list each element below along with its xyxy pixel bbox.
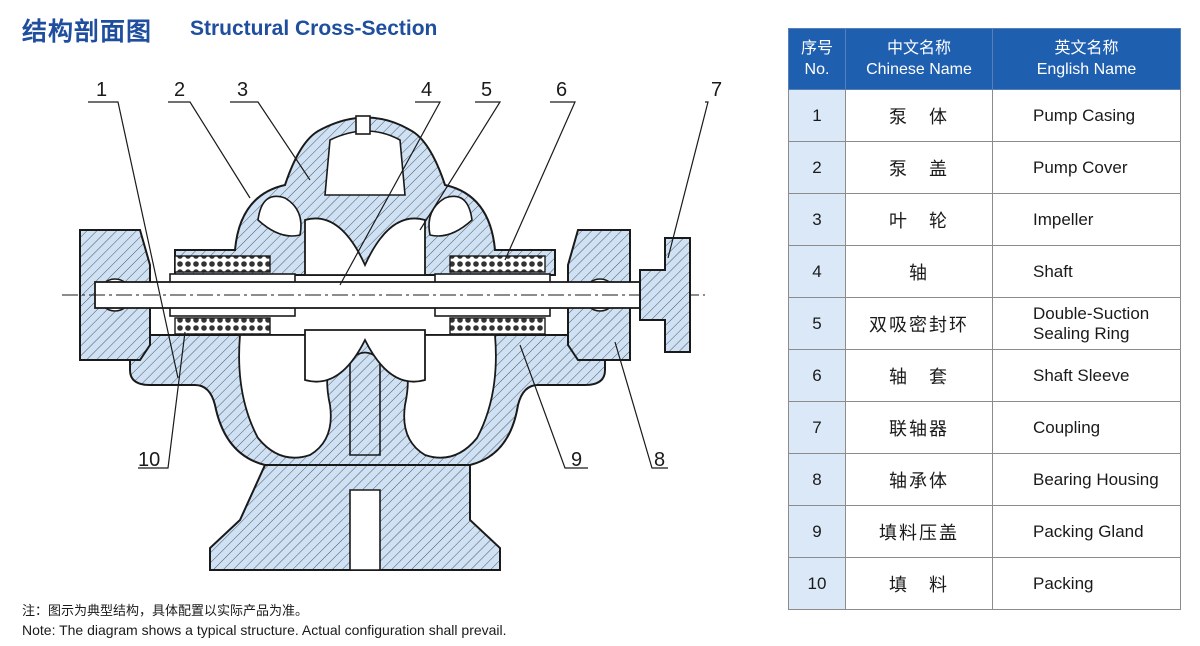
discharge-chamber <box>324 130 406 196</box>
callout-7: 7 <box>711 79 722 101</box>
coupling <box>639 237 691 353</box>
packing-right-bottom <box>449 317 546 335</box>
volute-right <box>428 195 473 237</box>
packing-right-top <box>449 255 546 273</box>
volute-left <box>257 195 302 237</box>
packing-left-top <box>174 255 271 273</box>
note-english: Note: The diagram shows a typical struct… <box>22 622 507 638</box>
pump-cross-section-diagram: 1 2 3 4 5 6 7 8 9 10 <box>62 79 722 571</box>
impeller-lower <box>304 329 426 383</box>
leader-lines <box>88 101 709 469</box>
callout-6: 6 <box>556 79 567 101</box>
callout-5: 5 <box>481 79 492 101</box>
callout-4: 4 <box>421 79 432 101</box>
callout-9: 9 <box>571 449 582 471</box>
callout-3: 3 <box>237 79 248 101</box>
impeller <box>304 217 426 276</box>
callout-2: 2 <box>174 79 185 101</box>
vent-plug <box>355 115 371 135</box>
note-chinese: 注：图示为典型结构，具体配置以实际产品为准。 <box>22 604 309 619</box>
base-cavity <box>349 489 381 571</box>
page-title-en: Structural Cross-Section <box>190 17 438 40</box>
callout-1: 1 <box>96 79 107 101</box>
suction-inlet <box>349 351 381 456</box>
callout-8: 8 <box>654 449 665 471</box>
page-title-cn: 结构剖面图 <box>22 17 153 46</box>
packing-left-bottom <box>174 317 271 335</box>
callout-10: 10 <box>138 449 160 471</box>
